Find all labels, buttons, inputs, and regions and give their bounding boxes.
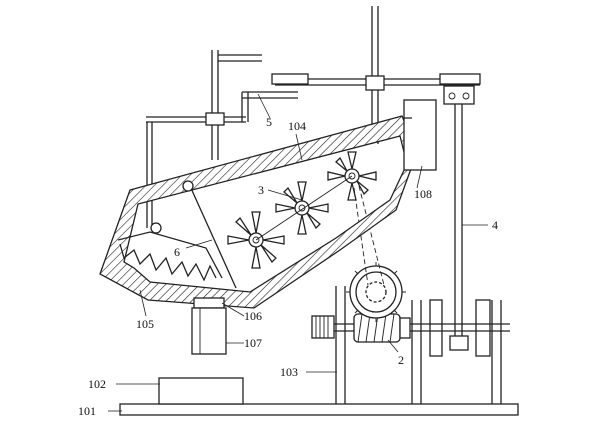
label-106: 106: [244, 309, 262, 323]
spur-gear: [346, 262, 406, 322]
right-frame: [411, 299, 502, 404]
agitator-shaft: [255, 175, 353, 241]
belt: [353, 185, 385, 286]
label-104: 104: [288, 119, 306, 133]
outlet-pipe: [191, 307, 227, 355]
worm-gear: [353, 313, 411, 343]
label-4: 4: [492, 218, 498, 232]
adjust-rod: [146, 50, 298, 228]
label-5: 5: [266, 115, 272, 129]
grinding-teeth: [117, 231, 223, 282]
label-6: 6: [174, 245, 180, 259]
label-101: 101: [78, 404, 96, 418]
top-frame: [271, 6, 481, 144]
screen-106: [193, 297, 225, 309]
support-post: [335, 286, 346, 404]
label-102: 102: [88, 377, 106, 391]
leader-lines: [108, 93, 488, 412]
vertical-rod: [443, 85, 475, 351]
label-3: 3: [258, 183, 264, 197]
label-103: 103: [280, 365, 298, 379]
label-107: 107: [244, 336, 262, 350]
label-105: 105: [136, 317, 154, 331]
label-108: 108: [414, 187, 432, 201]
block-102: [158, 377, 244, 405]
base-plate: [119, 403, 519, 416]
agitator-2: [275, 181, 329, 235]
label-2: 2: [398, 353, 404, 367]
inclined-housing: [99, 99, 437, 309]
